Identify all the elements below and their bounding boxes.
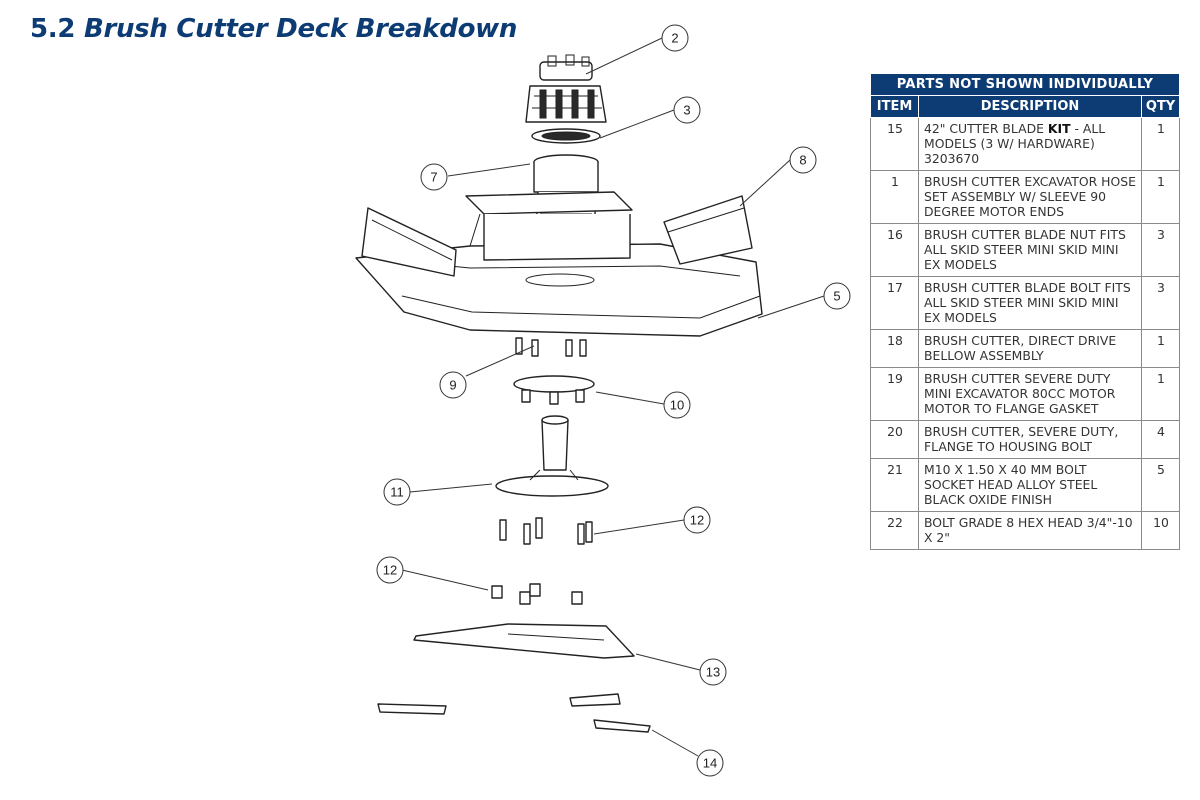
svg-text:5: 5	[833, 289, 840, 304]
item-qty: 3	[1141, 223, 1180, 277]
description-pre: BRUSH CUTTER, SEVERE DUTY, FLANGE TO HOU…	[924, 424, 1119, 454]
svg-text:12: 12	[383, 563, 397, 578]
parts-not-shown-table: PARTS NOT SHOWN INDIVIDUALLY ITEM DESCRI…	[870, 73, 1180, 550]
callout-5: 5	[823, 282, 851, 310]
item-qty: 1	[1141, 117, 1180, 171]
svg-text:10: 10	[670, 398, 684, 413]
callout-9: 9	[439, 371, 467, 399]
item-number: 21	[870, 458, 919, 512]
callout-11: 11	[383, 478, 411, 506]
hydraulic-motor-part	[525, 85, 607, 123]
svg-text:13: 13	[706, 665, 720, 680]
item-description: BOLT GRADE 8 HEX HEAD 3/4"-10 X 2"	[918, 511, 1142, 550]
item-description: BRUSH CUTTER SEVERE DUTY MINI EXCAVATOR …	[918, 367, 1142, 421]
callout-3: 3	[673, 96, 701, 124]
item-number: 1	[870, 170, 919, 224]
item-description: BRUSH CUTTER BLADE NUT FITS ALL SKID STE…	[918, 223, 1142, 277]
callout-12b: 12	[376, 556, 404, 584]
item-description: BRUSH CUTTER, SEVERE DUTY, FLANGE TO HOU…	[918, 420, 1142, 459]
spindle-hub-part	[495, 415, 609, 497]
callout-8: 8	[789, 146, 817, 174]
callout-10: 10	[663, 391, 691, 419]
item-description: BRUSH CUTTER BLADE BOLT FITS ALL SKID ST…	[918, 276, 1142, 330]
description-pre: BRUSH CUTTER, DIRECT DRIVE BELLOW ASSEMB…	[924, 333, 1117, 363]
item-number: 19	[870, 367, 919, 421]
item-description: 42" CUTTER BLADE KIT - ALL MODELS (3 W/ …	[918, 117, 1142, 171]
item-number: 18	[870, 329, 919, 368]
left-guard-shield	[361, 207, 457, 277]
description-pre: BRUSH CUTTER SEVERE DUTY MINI EXCAVATOR …	[924, 371, 1116, 416]
item-number: 16	[870, 223, 919, 277]
header-item: ITEM	[870, 95, 919, 118]
item-qty: 1	[1141, 170, 1180, 224]
item-qty: 1	[1141, 367, 1180, 421]
item-qty: 10	[1141, 511, 1180, 550]
svg-text:14: 14	[703, 756, 717, 771]
cutter-blades-part	[377, 693, 651, 733]
svg-text:7: 7	[430, 170, 437, 185]
description-pre: BRUSH CUTTER EXCAVATOR HOSE SET ASSEMBLY…	[924, 174, 1136, 219]
svg-text:12: 12	[690, 513, 704, 528]
hub-nuts-part	[491, 583, 583, 605]
cutter-deck-part	[355, 213, 763, 337]
item-number: 15	[870, 117, 919, 171]
description-pre: BOLT GRADE 8 HEX HEAD 3/4"-10 X 2"	[924, 515, 1133, 545]
item-description: BRUSH CUTTER EXCAVATOR HOSE SET ASSEMBLY…	[918, 170, 1142, 224]
table-caption: PARTS NOT SHOWN INDIVIDUALLY	[870, 73, 1180, 96]
coupler-ring-part	[513, 375, 595, 405]
svg-text:3: 3	[683, 103, 690, 118]
callout-7: 7	[420, 163, 448, 191]
item-description: M10 X 1.50 X 40 MM BOLT SOCKET HEAD ALLO…	[918, 458, 1142, 512]
motor-mount-plate	[465, 191, 633, 215]
callout-13: 13	[699, 658, 727, 686]
item-description: BRUSH CUTTER, DIRECT DRIVE BELLOW ASSEMB…	[918, 329, 1142, 368]
item-number: 17	[870, 276, 919, 330]
motor-cap-part	[539, 54, 593, 81]
item-qty: 1	[1141, 329, 1180, 368]
svg-text:11: 11	[390, 485, 404, 500]
description-pre: BRUSH CUTTER BLADE NUT FITS ALL SKID STE…	[924, 227, 1126, 272]
deck-bolts-part	[515, 337, 587, 357]
svg-text:2: 2	[671, 31, 678, 46]
exploded-parts-diagram: 2 3 7 8 5 9 10 11 12 12 13 14	[355, 24, 851, 777]
description-post: - ALL MODELS (3 W/ HARDWARE) 3203670	[924, 121, 1106, 166]
page-title: 5.2 Brush Cutter Deck Breakdown	[30, 14, 517, 44]
callout-2: 2	[661, 24, 689, 52]
item-number: 22	[870, 511, 919, 550]
item-qty: 5	[1141, 458, 1180, 512]
section-title: Brush Cutter Deck Breakdown	[83, 14, 518, 44]
description-pre: BRUSH CUTTER BLADE BOLT FITS ALL SKID ST…	[924, 280, 1131, 325]
blade-carrier-part	[413, 623, 635, 659]
svg-text:9: 9	[449, 378, 456, 393]
description-pre: 42" CUTTER BLADE	[924, 121, 1048, 136]
header-description: DESCRIPTION	[918, 95, 1142, 118]
callout-14: 14	[696, 749, 724, 777]
callout-12a: 12	[683, 506, 711, 534]
description-bold: KIT	[1047, 121, 1071, 136]
description-pre: M10 X 1.50 X 40 MM BOLT SOCKET HEAD ALLO…	[924, 462, 1098, 507]
item-qty: 3	[1141, 276, 1180, 330]
svg-text:8: 8	[799, 153, 806, 168]
hub-bolts-part	[499, 517, 593, 545]
right-guard-shield	[663, 195, 753, 265]
header-qty: QTY	[1141, 95, 1180, 118]
item-number: 20	[870, 420, 919, 459]
section-number: 5.2	[30, 14, 76, 44]
item-qty: 4	[1141, 420, 1180, 459]
